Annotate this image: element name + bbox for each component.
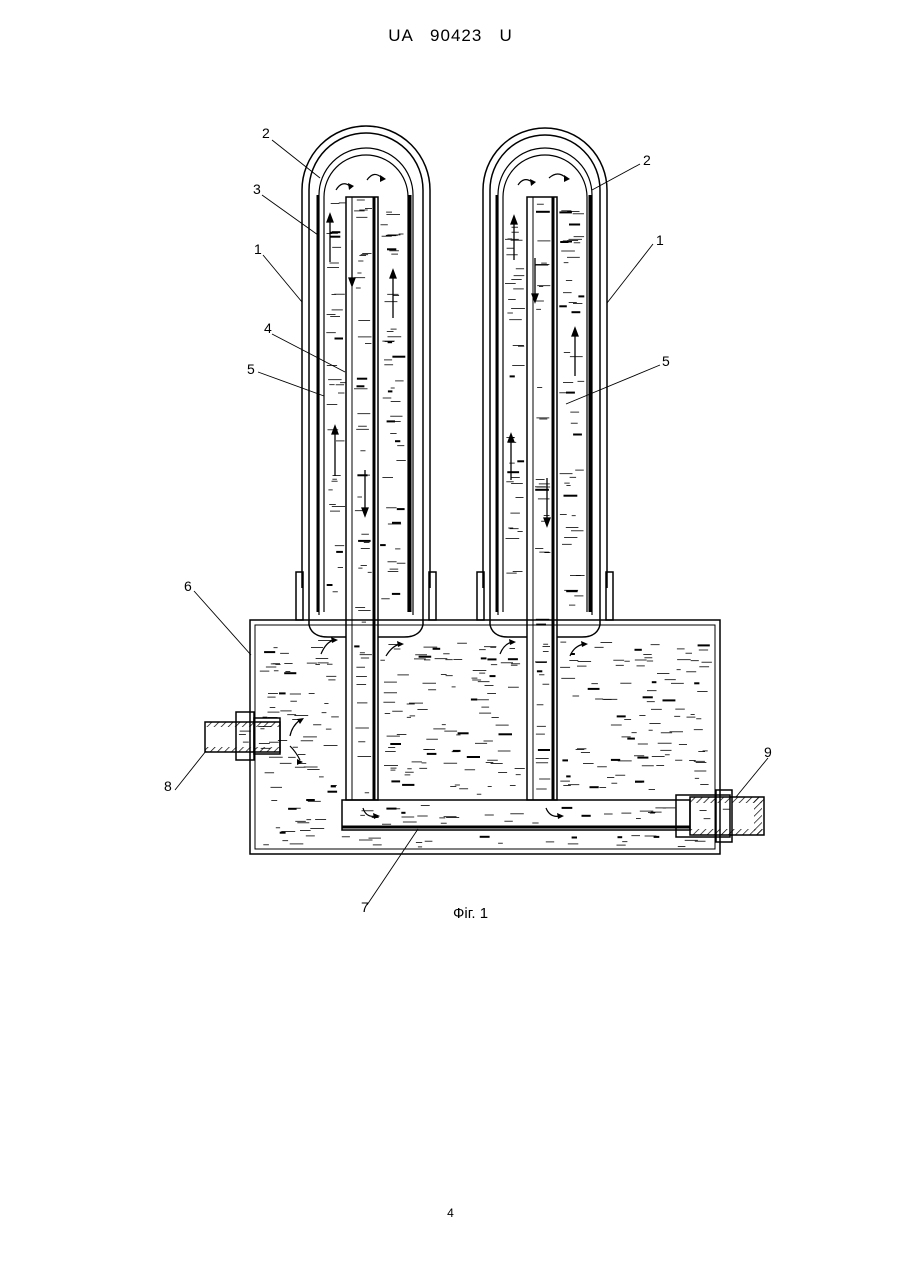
label-3: 3	[253, 181, 261, 197]
label-6: 6	[184, 578, 192, 594]
label-4: 4	[264, 320, 272, 336]
label-1-left: 1	[254, 241, 262, 257]
label-1-right: 1	[656, 232, 664, 248]
label-9: 9	[764, 744, 772, 760]
label-5-left: 5	[247, 361, 255, 377]
figure-caption: Фіг. 1	[453, 905, 488, 922]
tank	[250, 620, 720, 854]
label-8: 8	[164, 778, 172, 794]
left-lining	[319, 148, 413, 615]
label-2-right: 2	[643, 152, 651, 168]
label-7: 7	[361, 899, 369, 915]
right-inner-tube	[490, 135, 600, 625]
label-5-right: 5	[662, 353, 670, 369]
label-2-left: 2	[262, 125, 270, 141]
page-number: 4	[0, 1206, 901, 1220]
